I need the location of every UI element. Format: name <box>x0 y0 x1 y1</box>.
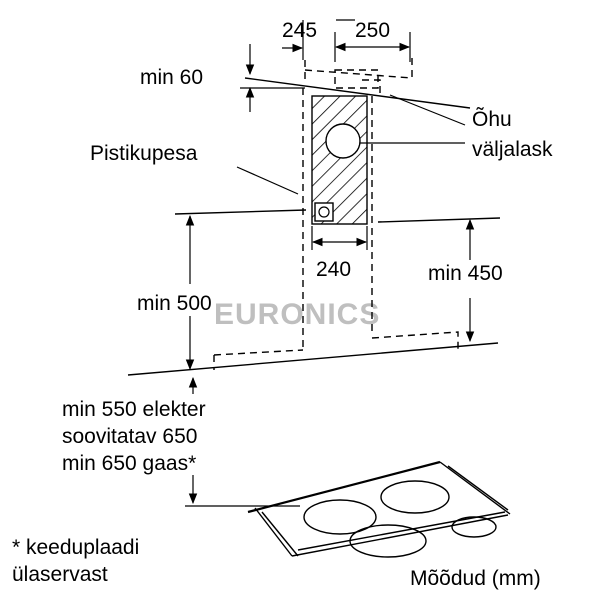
burner-4 <box>451 516 497 538</box>
air-outlet-circle <box>325 123 361 159</box>
min-500-label: min 500 <box>137 292 212 315</box>
min-60-label: min 60 <box>140 66 203 89</box>
dim-245-label: 245 <box>282 19 317 42</box>
dim-240-label: 240 <box>316 258 351 281</box>
air-outlet-label-2: väljalask <box>472 138 553 161</box>
recommended-650-label: soovitatav 650 <box>62 425 197 448</box>
hood-bottom-line <box>127 342 499 376</box>
min-450-label: min 450 <box>428 262 503 285</box>
min-650-gas-label: min 650 gaas* <box>62 452 196 475</box>
socket-label: Pistikupesa <box>90 142 198 165</box>
burner-1 <box>303 499 377 535</box>
watermark-text: EURONICS <box>214 298 380 331</box>
min-550-label: min 550 elekter <box>62 398 206 421</box>
dim-250-label: 250 <box>355 19 390 42</box>
burner-2 <box>380 480 450 514</box>
air-outlet-label-1: Õhu <box>472 107 512 131</box>
cooktop <box>247 460 511 558</box>
ceiling-line <box>244 77 471 109</box>
units-label: Mõõdud (mm) <box>410 567 541 590</box>
socket-square <box>314 202 334 222</box>
cabinet-line-left <box>174 209 307 215</box>
hatched-area <box>311 95 368 225</box>
duct-cover <box>304 58 413 332</box>
burner-3 <box>349 524 427 558</box>
footnote-line-1: * keeduplaadi <box>12 536 139 559</box>
footnote-line-2: ülaservast <box>12 563 108 586</box>
cabinet-line-right <box>377 217 501 223</box>
watermark: EURONICS <box>214 298 380 331</box>
